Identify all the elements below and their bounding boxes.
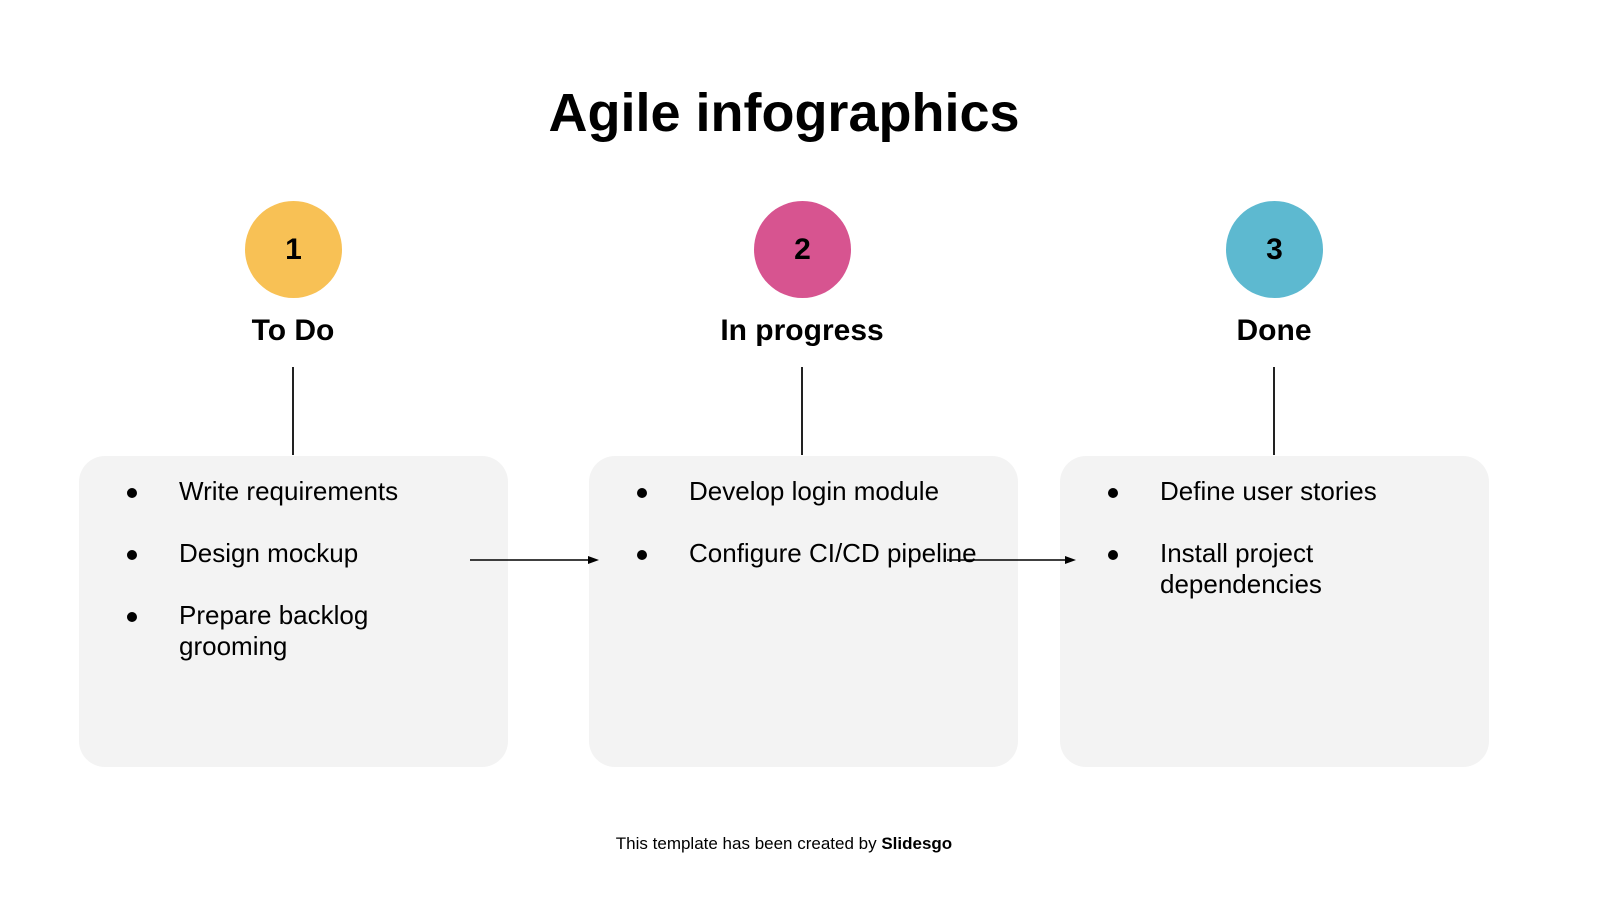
list-item: Develop login module — [637, 476, 978, 507]
column-label: To Do — [251, 314, 335, 347]
bullet-icon — [637, 488, 647, 498]
list-item: Prepare backlog grooming — [127, 600, 418, 662]
arrow-icon — [470, 556, 599, 564]
bullet-icon — [637, 550, 647, 560]
bullet-icon — [1108, 550, 1118, 560]
connector-line — [292, 367, 294, 455]
step-number: 3 — [1266, 232, 1283, 266]
bullet-icon — [127, 612, 137, 622]
column-label: Done — [1236, 314, 1312, 347]
step-number-circle: 2 — [754, 201, 851, 298]
bullet-icon — [1108, 488, 1118, 498]
footer-text: This template has been created by — [615, 834, 882, 853]
arrow-icon — [947, 556, 1076, 564]
task-text: Prepare backlog grooming — [179, 600, 369, 661]
list-item: Install project dependencies — [1108, 538, 1399, 600]
bullet-icon — [127, 488, 137, 498]
connector-line — [801, 367, 803, 455]
connector-line — [1273, 367, 1275, 455]
list-item: Define user stories — [1108, 476, 1399, 507]
task-text: Configure CI/CD pipeline — [689, 538, 977, 568]
task-text: Design mockup — [179, 538, 359, 568]
footer-credit: This template has been created by Slides… — [0, 834, 1568, 854]
task-text: Define user stories — [1160, 476, 1377, 506]
slide-title: Agile infographics — [548, 83, 1020, 143]
step-number: 2 — [794, 232, 811, 266]
task-text: Write requirements — [179, 476, 399, 506]
column-label: In progress — [720, 314, 884, 347]
task-text: Develop login module — [689, 476, 940, 506]
step-number-circle: 3 — [1226, 201, 1323, 298]
list-item: Write requirements — [127, 476, 418, 507]
list-item: Design mockup — [127, 538, 418, 569]
step-number-circle: 1 — [245, 201, 342, 298]
footer-brand: Slidesgo — [881, 834, 953, 853]
bullet-icon — [127, 550, 137, 560]
step-number: 1 — [285, 232, 302, 266]
list-item: Configure CI/CD pipeline — [637, 538, 978, 569]
task-text: Install project dependencies — [1160, 538, 1322, 599]
